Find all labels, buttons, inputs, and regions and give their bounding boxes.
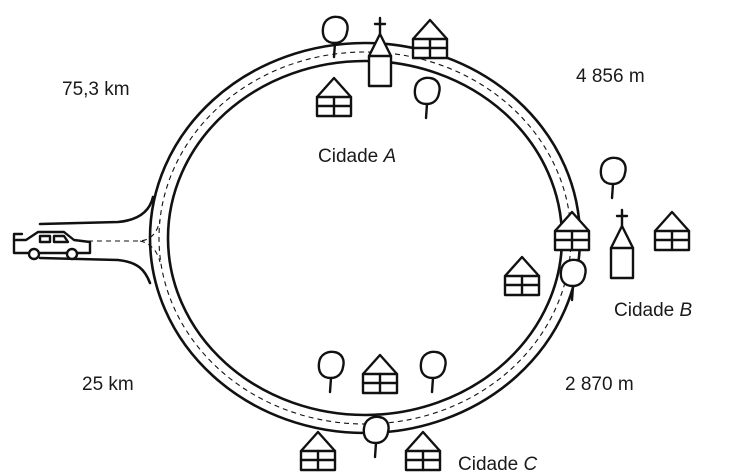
car-icon bbox=[12, 230, 92, 261]
tree-icon bbox=[362, 415, 390, 459]
house-icon bbox=[503, 255, 541, 297]
city-a-label: Cidade A bbox=[318, 146, 396, 167]
tree-icon bbox=[419, 350, 447, 394]
house-icon bbox=[315, 76, 353, 118]
distance-a-to-b: 4 856 m bbox=[576, 66, 645, 87]
city-a-name: Cidade bbox=[318, 146, 384, 167]
house-icon bbox=[411, 18, 449, 60]
distance-start-to-a: 75,3 km bbox=[62, 79, 130, 100]
house-icon bbox=[361, 353, 399, 395]
house-icon bbox=[404, 430, 442, 472]
city-b-letter: B bbox=[680, 300, 693, 321]
church-icon bbox=[367, 16, 393, 88]
house-icon bbox=[299, 430, 337, 472]
tree-icon bbox=[413, 76, 441, 120]
distance-start-to-c: 25 km bbox=[82, 374, 134, 395]
tree-icon bbox=[321, 15, 349, 59]
city-b-name: Cidade bbox=[614, 300, 680, 321]
access-road bbox=[38, 195, 161, 285]
city-c-letter: C bbox=[524, 454, 538, 475]
tree-icon bbox=[317, 350, 345, 394]
church-icon bbox=[609, 208, 635, 280]
city-a-letter: A bbox=[383, 146, 397, 167]
city-c-name: Cidade bbox=[458, 454, 524, 475]
distance-b-to-c: 2 870 m bbox=[565, 374, 634, 395]
city-c-label: Cidade C bbox=[458, 454, 538, 475]
tree-icon bbox=[599, 156, 627, 200]
city-a-icons bbox=[315, 15, 449, 120]
tree-icon bbox=[559, 258, 587, 302]
house-icon bbox=[653, 210, 691, 252]
city-b-icons bbox=[503, 156, 691, 302]
city-b-label: Cidade B bbox=[614, 300, 693, 321]
